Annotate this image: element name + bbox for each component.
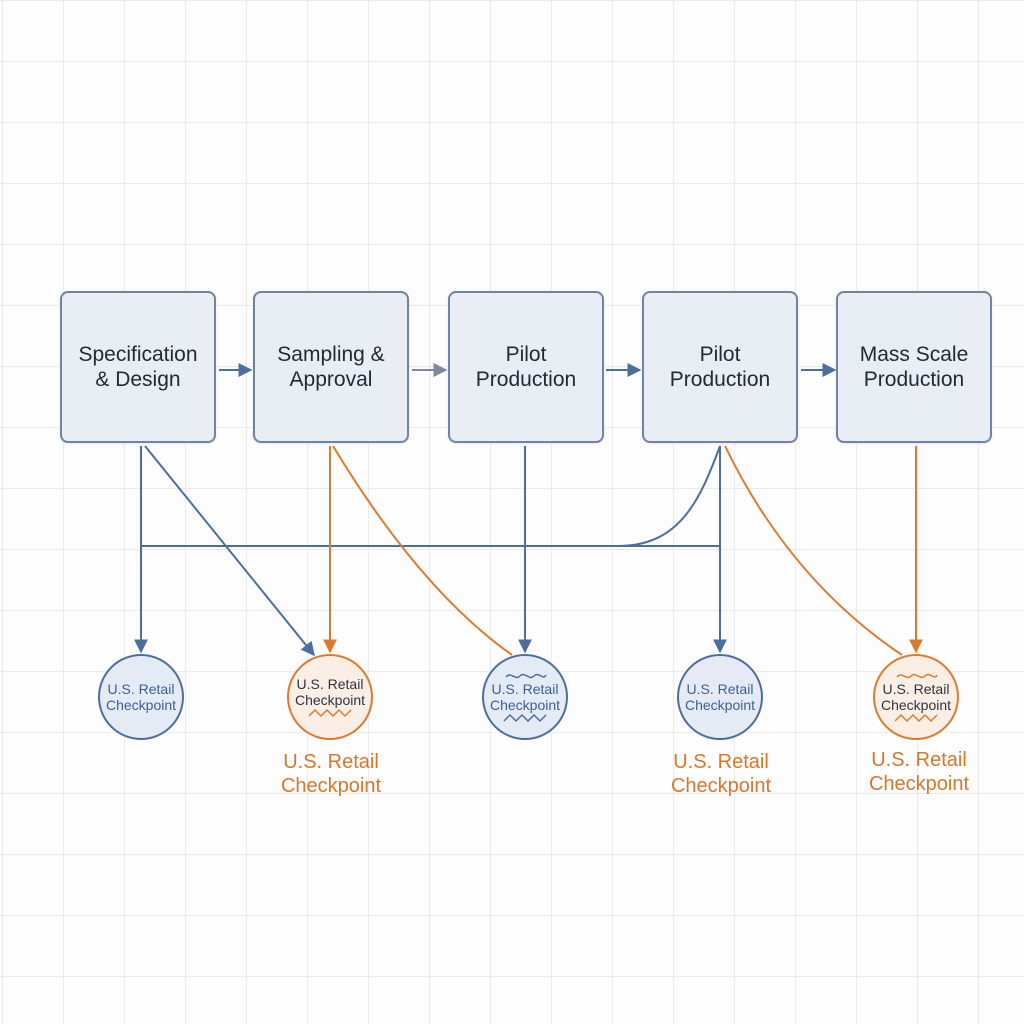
checkpoint-1: U.S. Retail Checkpoint [98, 654, 184, 740]
connector-pilot2-orange-curve [724, 445, 903, 656]
checkpoint-label: U.S. Retail Checkpoint [294, 676, 366, 708]
stage-pilot-production-1: Pilot Production [448, 291, 604, 443]
stage-pilot-production-2: Pilot Production [642, 291, 798, 443]
wave-icon [505, 673, 547, 679]
connector-pilot2-curve [619, 445, 721, 547]
checkpoint-2: U.S. Retail Checkpoint [287, 654, 373, 740]
checkpoint-caption: U.S. Retail Checkpoint [280, 751, 382, 797]
stage-sampling-approval: Sampling & Approval [253, 291, 409, 443]
stage-label: Pilot Production [475, 343, 577, 391]
connector-sampling-curve [332, 445, 513, 656]
stage-label: Sampling & Approval [277, 343, 385, 391]
checkpoint-4: U.S. Retail Checkpoint [677, 654, 763, 740]
stage-label: Pilot Production [669, 343, 771, 391]
wave-icon [503, 713, 547, 723]
wave-icon [308, 708, 352, 718]
checkpoint-5: U.S. Retail Checkpoint [873, 654, 959, 740]
checkpoint-label: U.S. Retail Checkpoint [105, 681, 177, 713]
checkpoint-caption: U.S. Retail Checkpoint [670, 751, 772, 797]
checkpoint-caption: U.S. Retail Checkpoint [868, 749, 970, 795]
checkpoint-label: U.S. Retail Checkpoint [489, 681, 561, 713]
stage-label: Mass Scale Production [859, 343, 969, 391]
stage-specification-design: Specification & Design [60, 291, 216, 443]
wave-icon [896, 673, 938, 679]
connector-spec-diagonal [144, 445, 315, 657]
wave-icon [894, 713, 938, 723]
stage-mass-scale-production: Mass Scale Production [836, 291, 992, 443]
checkpoint-3: U.S. Retail Checkpoint [482, 654, 568, 740]
stage-label: Specification & Design [78, 343, 198, 391]
checkpoint-label: U.S. Retail Checkpoint [880, 681, 952, 713]
checkpoint-label: U.S. Retail Checkpoint [684, 681, 756, 713]
